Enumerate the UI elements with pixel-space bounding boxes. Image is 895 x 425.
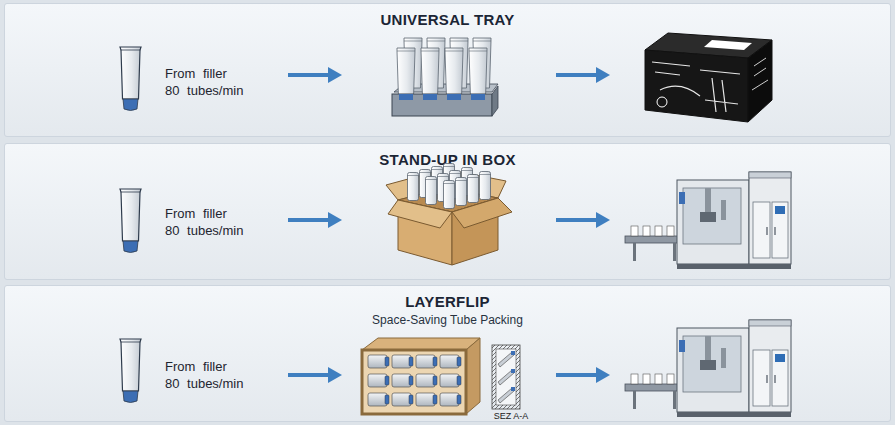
illustration-part (362, 350, 466, 414)
illustration-part (444, 164, 455, 192)
illustration-part (416, 355, 437, 368)
tube-icon (120, 339, 141, 403)
section-label: SEZ A-A (491, 411, 531, 422)
section-view: SEZ A-A (491, 342, 531, 422)
illustration-part (645, 50, 748, 122)
illustration-part (440, 393, 461, 406)
illustration-part (452, 198, 512, 228)
illustration-part (392, 393, 413, 406)
packing-machine (625, 320, 791, 417)
filler-source: From filler 80 tubes/min (120, 337, 260, 412)
illustration-part (496, 349, 516, 405)
band-title: STAND-UP IN BOX (5, 151, 890, 169)
band-subtitle: Space-Saving Tube Packing (5, 313, 890, 328)
illustration-part (368, 374, 389, 387)
illustration-part (657, 97, 667, 107)
illustration-part (480, 172, 491, 200)
illustration-part (408, 173, 419, 201)
illustration-part (420, 170, 431, 198)
filler-source: From filler 80 tubes/min (120, 184, 260, 259)
illustration-part (386, 172, 446, 200)
flow-arrow (288, 67, 342, 83)
band-title: UNIVERSAL TRAY (5, 11, 890, 29)
illustration-part (368, 355, 389, 368)
flow-arrow (288, 212, 342, 228)
illustration-part (444, 181, 455, 209)
flow-arrow (288, 367, 342, 383)
illustration-part (388, 200, 452, 228)
filler-source: From filler 80 tubes/min (120, 44, 260, 119)
illustration-part (362, 350, 466, 414)
illustration-part (450, 38, 468, 88)
illustration-part (498, 370, 514, 385)
illustration-part (492, 86, 498, 116)
band-title: LAYERFLIP (5, 293, 890, 311)
illustration-part (445, 48, 463, 98)
illustration-part (392, 374, 413, 387)
illustration-part (392, 94, 492, 116)
flow-arrow (556, 67, 610, 83)
shipping-box (645, 33, 772, 122)
source-label: From filler 80 tubes/min (165, 205, 245, 239)
illustration-part (397, 48, 415, 98)
illustration-part (466, 338, 480, 414)
illustration-part (462, 168, 473, 196)
tube-icon (120, 47, 141, 111)
layerflip-carton (362, 338, 480, 414)
illustration-part (426, 177, 437, 205)
illustration-part (452, 198, 498, 265)
illustration-part (511, 369, 515, 373)
illustration-part (704, 40, 752, 50)
illustration-part (446, 171, 506, 198)
process-band: STAND-UP IN BOX From filler 80 tubes/min (4, 143, 891, 280)
illustration-part (468, 175, 479, 203)
illustration-part (511, 387, 515, 391)
illustration-part (432, 167, 443, 195)
illustration-part (392, 355, 413, 368)
illustration-part (421, 48, 439, 98)
illustration-part (404, 38, 422, 88)
illustration-part (423, 94, 437, 100)
source-label: From filler 80 tubes/min (165, 358, 245, 392)
section-drawing (492, 345, 520, 409)
illustration-part (362, 338, 480, 350)
illustration-part (416, 374, 437, 387)
tube-icon (120, 189, 141, 253)
illustration-part (492, 345, 520, 409)
illustration-part (473, 38, 491, 88)
illustration-part (511, 351, 515, 355)
illustration-part (447, 94, 461, 100)
illustration-part (438, 174, 449, 202)
illustration-part (440, 355, 461, 368)
illustration-part (471, 94, 485, 100)
illustration-part (652, 62, 740, 112)
flow-arrow (556, 212, 610, 228)
illustration-part (469, 48, 487, 98)
illustration-part (399, 94, 413, 100)
illustration-part (394, 84, 498, 92)
process-band: LAYERFLIP Space-Saving Tube PackingFrom f… (4, 285, 891, 422)
illustration-part (456, 178, 467, 206)
process-band: UNIVERSAL TRAY From filler 80 tubes/min (4, 3, 891, 137)
illustration-part (416, 393, 437, 406)
illustration-part (398, 200, 452, 265)
illustration-part (498, 352, 514, 367)
illustration-part (368, 393, 389, 406)
illustration-part (752, 58, 768, 90)
illustration-part (645, 33, 772, 58)
illustration-part (498, 388, 514, 403)
illustration-part (748, 40, 772, 122)
flow-arrow (556, 367, 610, 383)
open-carton (386, 164, 512, 266)
source-label: From filler 80 tubes/min (165, 65, 245, 99)
packing-machine (625, 172, 791, 269)
illustration-part (398, 188, 498, 212)
illustration-part (450, 171, 461, 199)
illustration-part (440, 374, 461, 387)
illustration-part (427, 38, 445, 88)
universal-tray (392, 38, 498, 116)
